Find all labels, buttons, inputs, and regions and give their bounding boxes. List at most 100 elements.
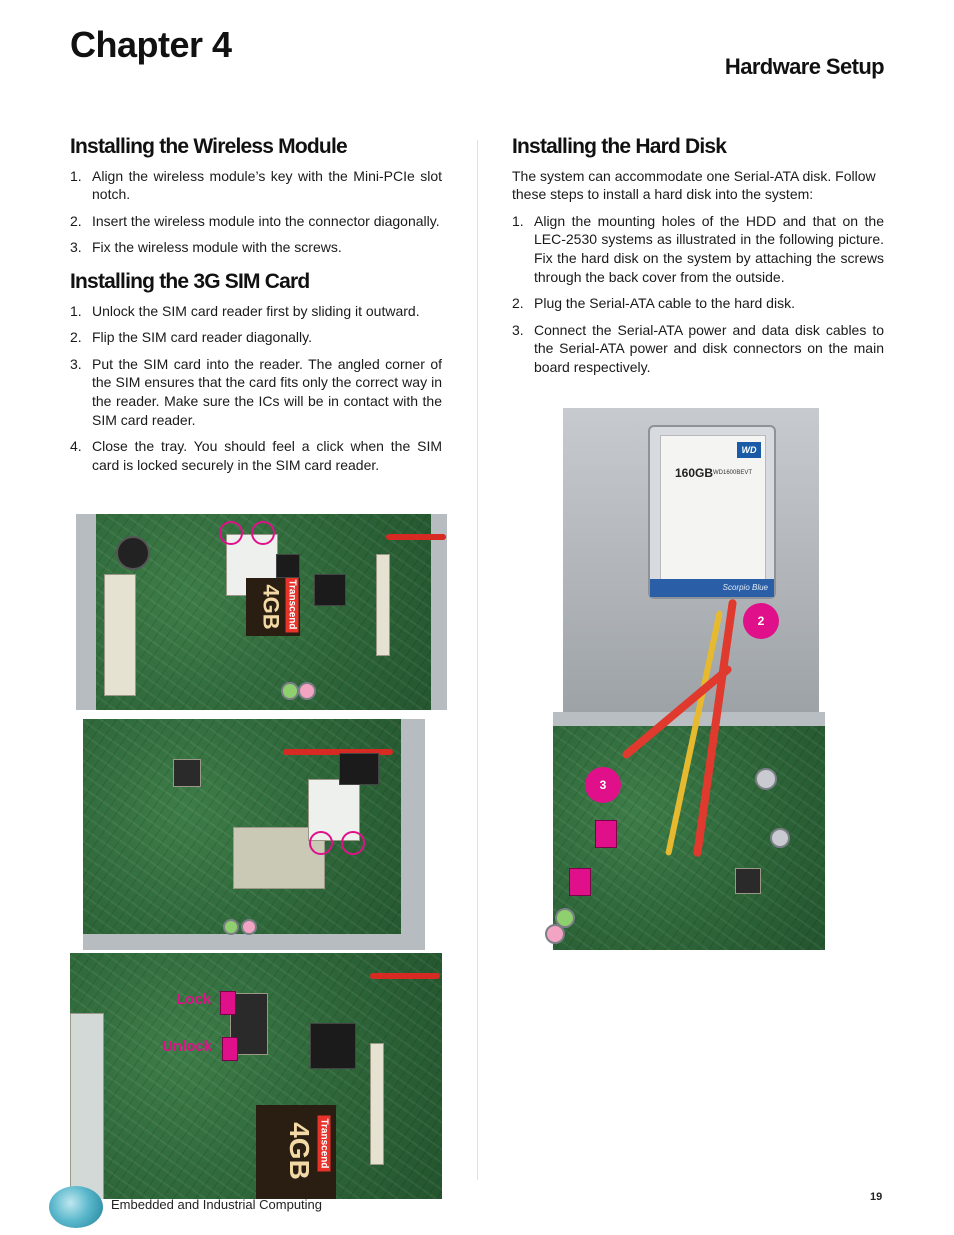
hard-disk: WD 160GB WD1600BEVT Scorpio Blue — [648, 425, 776, 599]
expansion-slot — [370, 1043, 384, 1165]
screw-circle-mark — [251, 521, 275, 545]
step-number: 1. — [70, 302, 82, 319]
connector-arrow-icon — [569, 868, 591, 896]
step-number: 3. — [70, 355, 82, 372]
step-text: Plug the Serial-ATA cable to the hard di… — [534, 295, 795, 312]
hdd-label: WD 160GB WD1600BEVT — [660, 435, 766, 583]
wireless-module-photo: 4GB Transcend — [76, 514, 447, 710]
step-text: Connect the Serial-ATA power and data di… — [534, 321, 884, 375]
audio-jack — [555, 908, 575, 928]
red-cable — [283, 749, 393, 755]
step-text: Put the SIM card into the reader. The an… — [92, 355, 442, 428]
wireless-steps: 1. Align the wireless module’s key with t… — [70, 167, 442, 257]
list-item: 3. Put the SIM card into the reader. The … — [70, 355, 442, 429]
screw-circle-mark — [341, 831, 365, 855]
chassis-edge — [83, 934, 425, 950]
callout-badge-3: 3 — [585, 767, 621, 803]
audio-jack — [298, 682, 316, 700]
list-item: 3.Fix the wireless module with the screw… — [70, 238, 442, 257]
hdd-model: WD1600BEVT — [713, 470, 753, 476]
step-text: Fix the wireless module with the screws. — [92, 239, 342, 256]
chapter-title: Chapter 4 — [70, 24, 232, 65]
battery — [116, 536, 150, 570]
wd-logo: WD — [737, 442, 761, 458]
step-number: 2. — [512, 295, 524, 312]
chassis-edge — [76, 514, 96, 710]
sim-steps: 1. Unlock the SIM card reader first by sl… — [70, 302, 442, 475]
left-column: Installing the Wireless Module 1. Align t… — [70, 135, 442, 490]
chip — [310, 1023, 356, 1069]
sim-reader-photo: 4GB Transcend Lock Unlock — [70, 953, 442, 1199]
section-title: Hardware Setup — [724, 54, 885, 79]
wireless-heading: Installing the Wireless Module — [70, 135, 348, 158]
list-item: 2. Flip the SIM card reader diagonally. — [70, 328, 442, 347]
cf-capacity: 4GB — [283, 1122, 315, 1180]
step-text: Insert the wireless module into the conn… — [92, 212, 440, 229]
step-text: Align the wireless module’s key with the… — [92, 167, 442, 203]
capacitor — [770, 828, 790, 848]
audio-jack — [223, 919, 239, 935]
company-logo — [49, 1186, 103, 1228]
chassis-edge — [401, 719, 425, 950]
step-number: 2. — [70, 212, 82, 229]
cf-card: 4GB Transcend — [246, 578, 300, 636]
list-item: 1. Unlock the SIM card reader first by sl… — [70, 302, 442, 321]
chassis-edge — [553, 712, 825, 726]
wireless-module — [308, 779, 360, 841]
list-item: 3. Connect the Serial-ATA power and data … — [512, 321, 884, 377]
step-text: Unlock the SIM card reader first by slid… — [92, 302, 420, 319]
chip — [314, 574, 346, 606]
cf-capacity: 4GB — [258, 584, 284, 630]
sim-card-reader — [735, 868, 761, 894]
screw-circle-mark — [219, 521, 243, 545]
wireless-module-installed-photo — [83, 719, 425, 950]
hdd-series: Scorpio Blue — [650, 579, 774, 597]
step-number: 3. — [512, 321, 524, 338]
list-item: 4. Close the tray. You should feel a clic… — [70, 437, 442, 474]
red-cable — [370, 973, 440, 979]
step-number: 1. — [70, 167, 82, 184]
callout-badge-2: 2 — [743, 603, 779, 639]
cf-card: 4GB Transcend — [256, 1105, 336, 1199]
step-text: Close the tray. You should feel a click … — [92, 438, 442, 473]
hdd-intro: The system can accommodate one Serial-AT… — [512, 167, 876, 203]
lock-arrow-icon — [220, 991, 236, 1015]
audio-jack — [241, 919, 257, 935]
chip — [276, 554, 300, 578]
sim-card-reader — [230, 993, 268, 1055]
chip — [339, 753, 379, 785]
audio-jack — [545, 924, 565, 944]
hdd-steps: 1. Align the mounting holes of the HDD an… — [512, 212, 884, 377]
screw-circle-mark — [309, 831, 333, 855]
audio-jack — [281, 682, 299, 700]
lock-label: Lock — [176, 991, 212, 1008]
step-text: Align the mounting holes of the HDD and … — [534, 212, 884, 285]
column-divider — [477, 140, 478, 1180]
capacitor — [755, 768, 777, 790]
step-text: Flip the SIM card reader diagonally. — [92, 329, 312, 346]
page-number: 19 — [870, 1191, 883, 1203]
chassis-edge — [431, 514, 447, 710]
hdd-capacity: 160GB — [675, 466, 714, 480]
sim-card-reader — [173, 759, 201, 787]
list-item: 2. Insert the wireless module into the co… — [70, 212, 442, 231]
expansion-slot — [376, 554, 390, 656]
memory-module — [70, 1013, 104, 1199]
list-item: 2. Plug the Serial-ATA cable to the hard … — [512, 294, 884, 313]
right-column: Installing the Hard Disk The system can … — [512, 135, 884, 393]
footer-tagline: Embedded and Industrial Computing — [111, 1197, 323, 1212]
unlock-arrow-icon — [222, 1037, 238, 1061]
unlock-label: Unlock — [162, 1038, 213, 1055]
step-number: 1. — [512, 212, 524, 229]
step-number: 2. — [70, 329, 82, 346]
red-cable — [386, 534, 446, 540]
sim-heading: Installing the 3G SIM Card — [70, 269, 310, 293]
step-number: 4. — [70, 438, 82, 455]
connector-arrow-icon — [595, 820, 617, 848]
cf-brand: Transcend — [317, 1115, 331, 1172]
list-item: 1. Align the mounting holes of the HDD an… — [512, 212, 884, 286]
cf-brand: Transcend — [285, 578, 299, 633]
list-item: 1. Align the wireless module’s key with t… — [70, 167, 442, 204]
memory-slot — [104, 574, 136, 696]
hdd-heading: Installing the Hard Disk — [512, 135, 727, 158]
